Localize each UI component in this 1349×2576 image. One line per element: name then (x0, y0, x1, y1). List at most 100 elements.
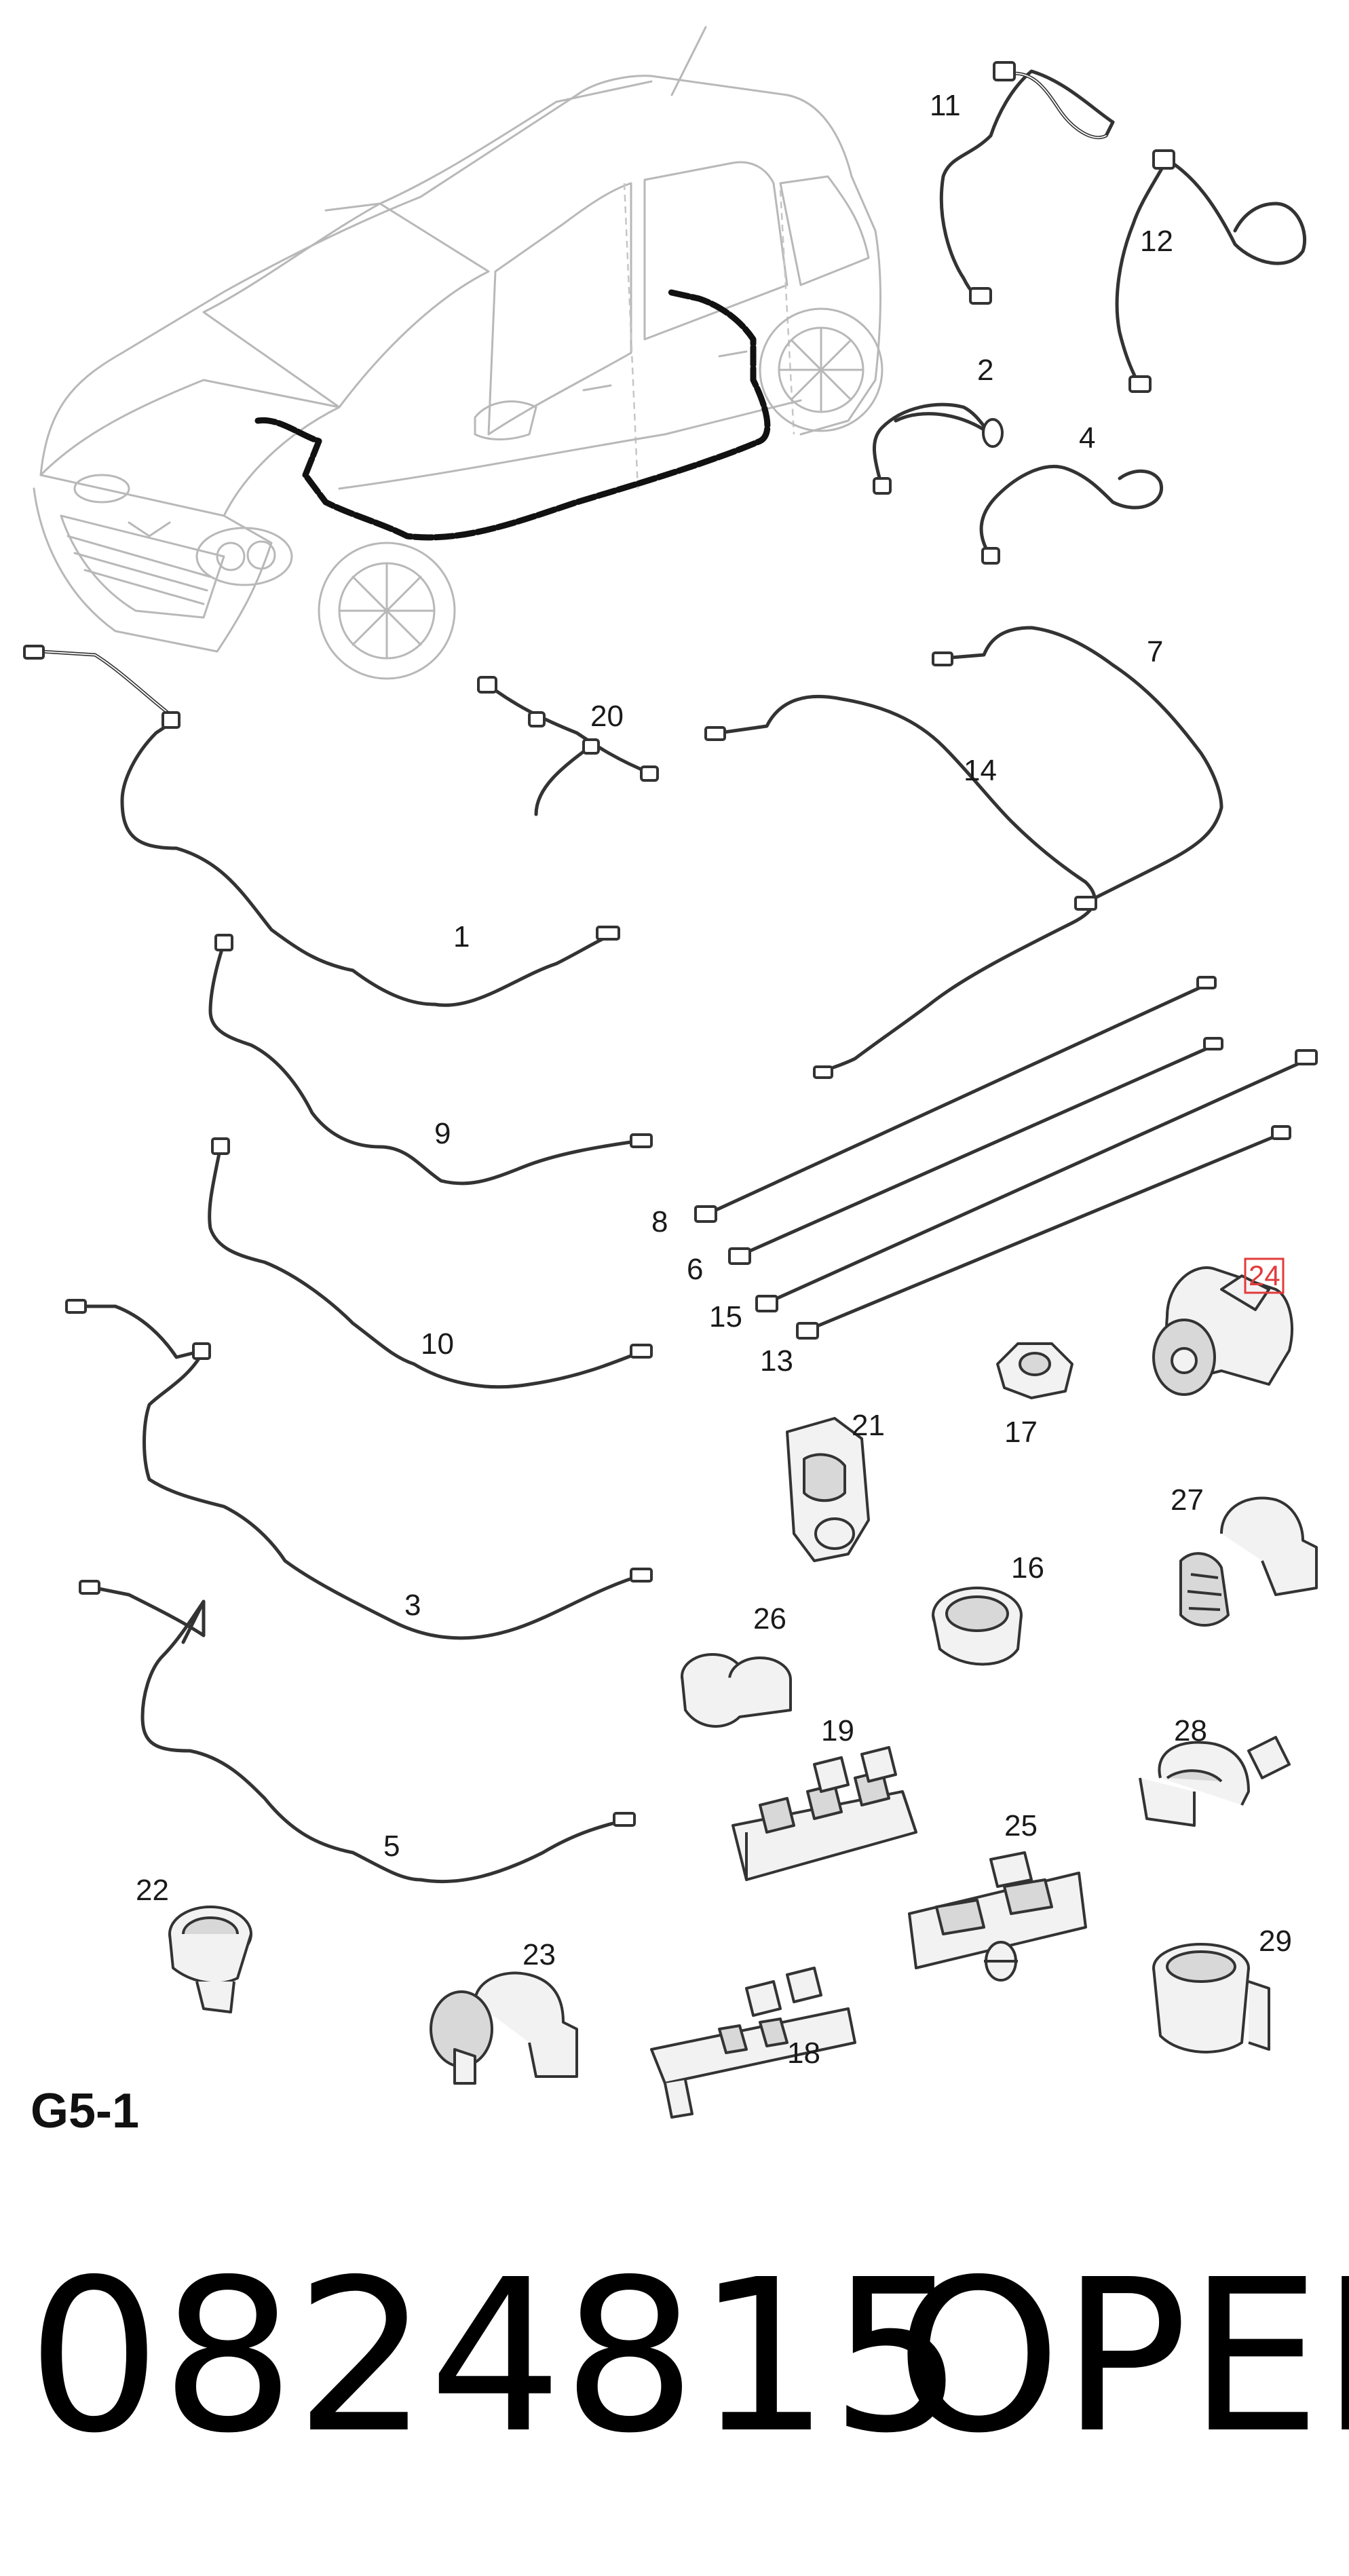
part-21-clip (786, 1417, 870, 1562)
callout-11: 11 (930, 89, 961, 122)
brake-line-1 (23, 645, 620, 1007)
callout-7: 7 (1147, 635, 1163, 668)
brake-line-15 (755, 1049, 1318, 1312)
callout-23: 23 (522, 1938, 556, 1971)
car-grille (60, 514, 225, 619)
fitting-14-start (704, 726, 726, 741)
part-22-clip (168, 1906, 252, 2013)
brake-line-6 (728, 1037, 1223, 1265)
callout-28: 28 (1174, 1714, 1207, 1747)
brake-line-7 (932, 626, 1223, 911)
car-antenna (670, 26, 707, 96)
fitting-8-start (694, 1205, 717, 1223)
part-27-clip (1179, 1496, 1318, 1627)
part-18-holder (650, 1967, 856, 2119)
part-25-holder (908, 1851, 1087, 1982)
car-door-seam (623, 183, 795, 489)
fitting-1-start (23, 645, 45, 660)
brake-line-11 (939, 61, 1115, 305)
callout-4: 4 (1079, 421, 1095, 455)
callout-25: 25 (1004, 1809, 1038, 1842)
callout-6: 6 (687, 1253, 703, 1286)
callout-17: 17 (1004, 1416, 1038, 1449)
fitting-15-end (1295, 1049, 1318, 1065)
fitting-20-d (640, 765, 659, 782)
fitting-1-mid (162, 711, 180, 729)
part-17-nut (996, 1342, 1074, 1399)
section-code: G5-1 (31, 2084, 139, 2138)
callout-5: 5 (383, 1830, 400, 1863)
fitting-7-start (932, 651, 953, 666)
car-headlight-lens-2 (246, 540, 276, 570)
car-hood (39, 379, 341, 517)
callout-20: 20 (590, 700, 624, 733)
fitting-10-start (211, 1137, 230, 1155)
brake-line-14 (704, 694, 1097, 1079)
callout-3: 3 (404, 1589, 421, 1622)
car-front-bumper (33, 487, 273, 653)
fitting-3-end (630, 1568, 653, 1583)
car-door-handles (582, 350, 748, 392)
car-front-spokes (338, 562, 436, 660)
part-number: 0824815 (27, 2235, 964, 2480)
car-side-sill (338, 399, 802, 490)
part-16-clamp (932, 1587, 1023, 1666)
car-rear-spokes (778, 326, 864, 413)
fitting-7-end (1074, 896, 1097, 911)
fitting-12-bottom (1128, 375, 1152, 393)
callout-16: 16 (1011, 1551, 1044, 1585)
fitting-13-start (796, 1322, 819, 1340)
brake-line-4 (979, 464, 1163, 565)
fitting-11-bottom (969, 287, 992, 305)
brand-name: OPEL (896, 2235, 1349, 2480)
fitting-3-start (65, 1299, 87, 1314)
part-29-clip (1152, 1943, 1270, 2053)
brake-line-9 (208, 934, 653, 1186)
fitting-4-start (981, 547, 1000, 565)
callout-22: 22 (136, 1874, 169, 1907)
fitting-20-b (528, 711, 546, 727)
fitting-14-end (813, 1065, 833, 1079)
callout-14: 14 (964, 754, 997, 787)
callout-2: 2 (977, 354, 993, 387)
fitting-6-start (728, 1247, 751, 1265)
callout-29: 29 (1259, 1925, 1292, 1958)
callout-24-highlight-box (1244, 1257, 1285, 1294)
fitting-8-end (1196, 976, 1217, 989)
callout-12: 12 (1140, 225, 1173, 258)
car-headlight (195, 527, 293, 586)
car-logo (128, 521, 171, 537)
callout-27: 27 (1171, 1483, 1204, 1517)
brake-line-8 (694, 976, 1217, 1223)
callout-9: 9 (434, 1117, 451, 1150)
callout-26: 26 (753, 1602, 786, 1635)
fitting-11-top (993, 61, 1016, 81)
fitting-1-end (596, 926, 620, 941)
callout-13: 13 (760, 1344, 793, 1378)
brake-line-12 (1115, 149, 1307, 393)
fitting-5-end (613, 1812, 636, 1827)
car-grille-slats (66, 535, 212, 605)
car-illustration (33, 26, 884, 680)
car-headlight-lens-1 (216, 542, 246, 571)
brake-line-3 (65, 1299, 653, 1640)
car-rear-wheel (759, 307, 884, 432)
callout-24: 24 (1249, 1259, 1280, 1291)
callout-labels: 11 12 2 4 7 20 14 1 9 8 6 15 13 10 17 21… (136, 89, 1292, 2070)
callout-1: 1 (453, 920, 470, 953)
part-23-clip (430, 1971, 578, 2085)
car-windshield (202, 202, 490, 409)
fitting-6-end (1203, 1037, 1223, 1050)
part-24-bracket (1152, 1266, 1293, 1396)
fitting-13-end (1271, 1125, 1291, 1140)
brake-line-10 (208, 1137, 653, 1389)
callout-21: 21 (852, 1409, 885, 1442)
car-mirror (474, 400, 537, 440)
fitting-12-top (1152, 149, 1175, 170)
car-side-window-rear (643, 161, 788, 341)
car-rear-window (779, 175, 870, 286)
car-side-window-front (487, 182, 632, 436)
callout-18: 18 (787, 2037, 820, 2070)
fitting-2-start (873, 477, 892, 495)
